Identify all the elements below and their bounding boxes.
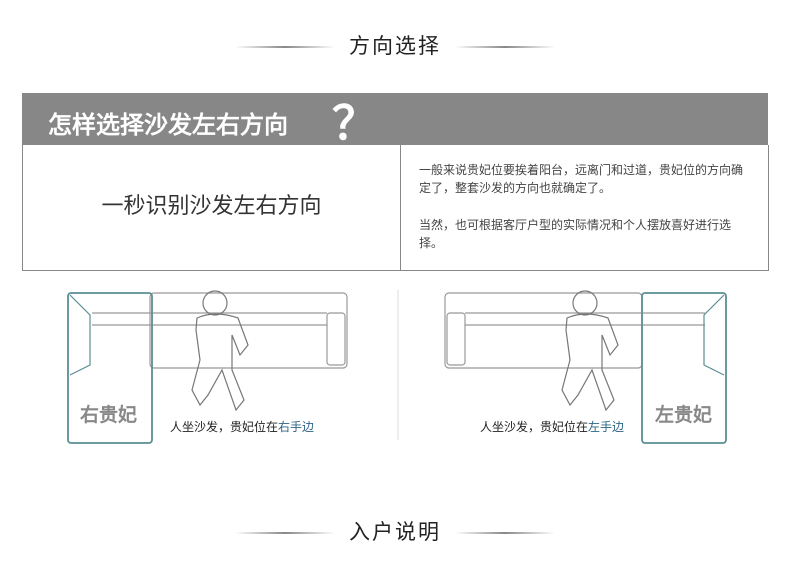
sofa-left-chaise-drawing	[444, 290, 727, 444]
chaise-label-right: 右贵妃	[80, 404, 138, 426]
caption-highlight: 右手边	[278, 420, 315, 434]
intro-paragraph: 当然，也可根据客厅户型的实际情况和个人摆放喜好进行选择。	[419, 218, 732, 250]
sofa-right-chaise-drawing	[67, 290, 348, 444]
caption-text: 人坐沙发，贵妃位在	[170, 420, 279, 434]
caption-highlight: 左手边	[588, 420, 625, 434]
section-title: 入户说明	[349, 520, 441, 544]
person-icon	[191, 290, 249, 412]
question-mark: ？	[332, 96, 378, 150]
intro-heading: 一秒识别沙发左右方向	[101, 194, 322, 219]
divider	[400, 145, 401, 270]
person-icon	[561, 290, 619, 412]
intro-text: 一般来说贵妃位要挨着阳台，远离门和过道，贵妃位的方向确定了，整套沙发的方向也就确…	[419, 161, 749, 271]
banner-title: 怎样选择沙发左右方向	[48, 111, 288, 139]
section-header-entry: 入户说明	[0, 516, 790, 546]
section-title: 方向选择	[349, 34, 441, 58]
section-header-direction: 方向选择	[0, 30, 790, 60]
intro-box: 一秒识别沙发左右方向 一般来说贵妃位要挨着阳台，远离门和过道，贵妃位的方向确定了…	[22, 145, 769, 271]
caption-left: 人坐沙发，贵妃位在左手边	[480, 418, 624, 435]
caption-right: 人坐沙发，贵妃位在右手边	[170, 418, 314, 435]
question-banner: 怎样选择沙发左右方向 ？	[22, 93, 768, 150]
caption-text: 人坐沙发，贵妃位在	[480, 420, 589, 434]
chaise-label-left: 左贵妃	[655, 404, 713, 426]
intro-paragraph: 一般来说贵妃位要挨着阳台，远离门和过道，贵妃位的方向确定了，整套沙发的方向也就确…	[419, 163, 744, 195]
